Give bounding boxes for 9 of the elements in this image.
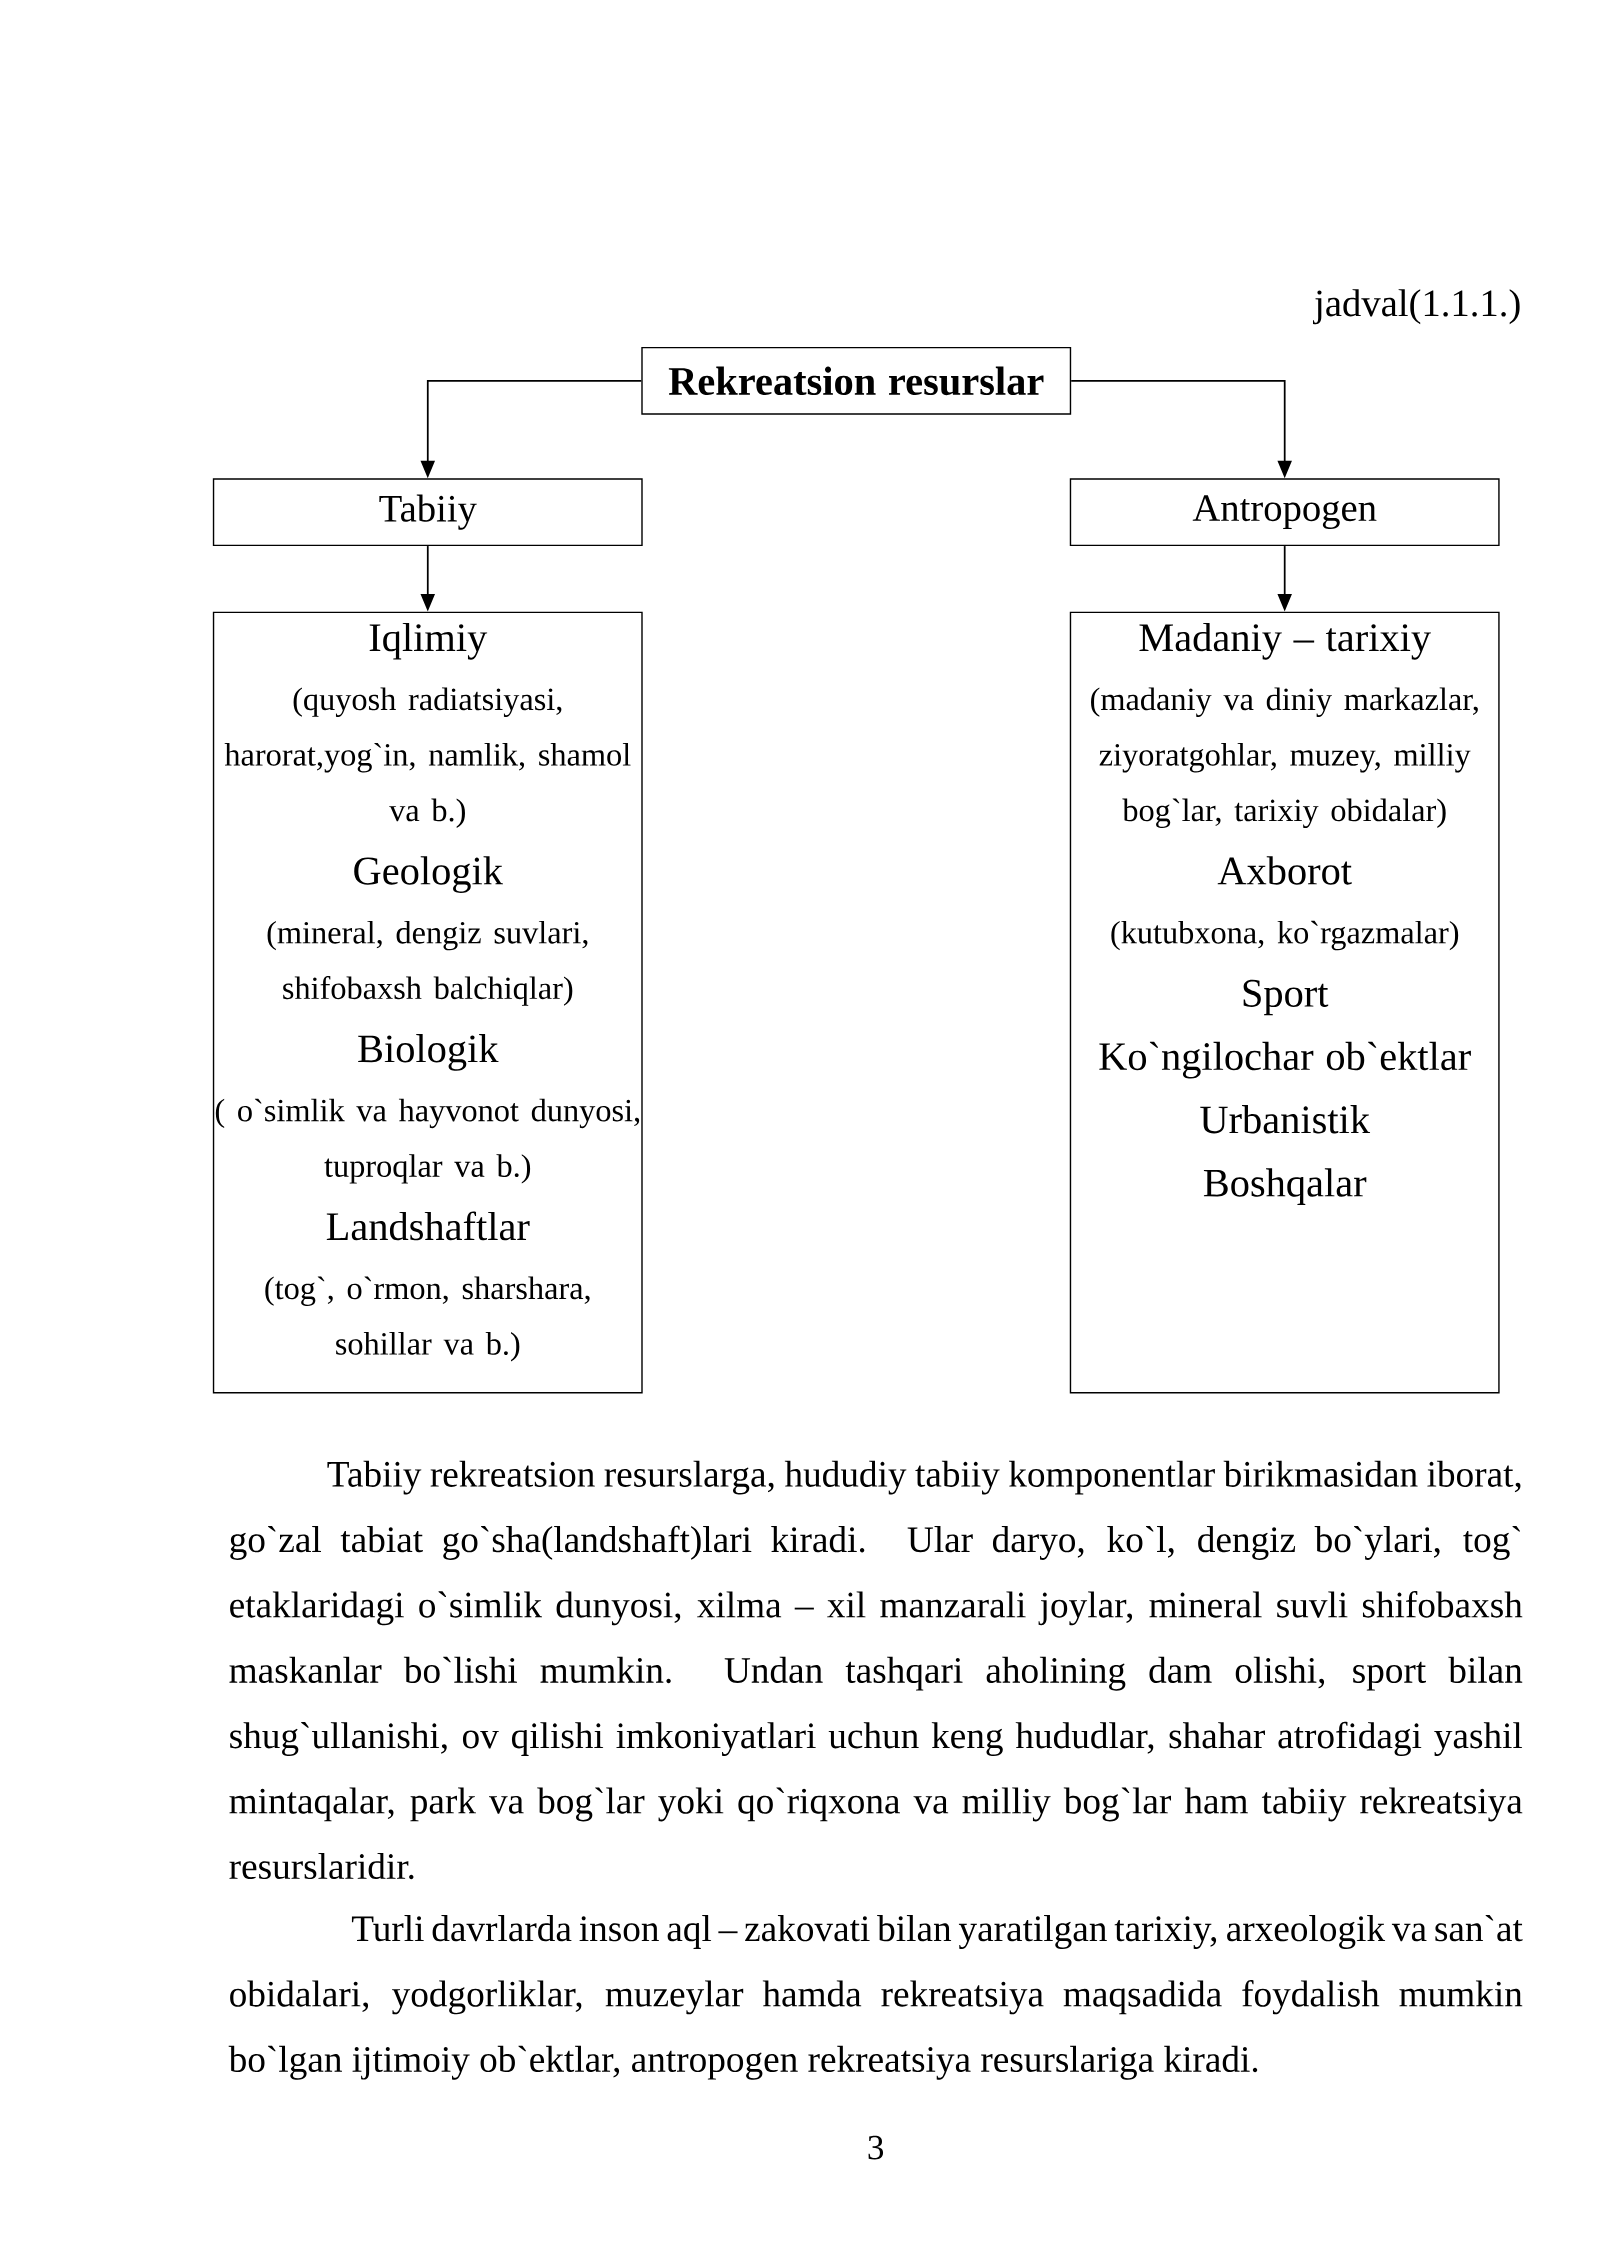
category-box: Antropogen <box>1069 478 1500 547</box>
paragraph: Turli davrlarda inson aql – zakovati bilan yaratilgan tarixiy, arxeologik va san`at obidalari, yodgorliklar, muzeylar hamda rekreatsiya maqsadida foydalish mumkin bo`lgan ijtimoiy ob`ektlar, antropogen rekreatsiya resurslariga kiradi. <box>228 1915 1523 2080</box>
page-number: 3 <box>868 2135 884 2160</box>
category-list-box: Iqlimiy (quyosh radiatsiyasi, harorat,yog`in, namlik, shamol va b.) Geologik (mineral, dengiz suvlari, shifobaxsh balchiqlar) Biologik ( o`simlik va hayvonot dunyosi, tuproqlar va b.) Landshaftlar (tog`, o`rmon, sharshara, sohillar va b.) <box>212 611 643 1394</box>
category-list-box: Madaniy – tarixiy (madaniy va diniy markazlar, ziyoratgohlar, muzey, milliy bog`lar, tarixiy obidalar) Axborot (kutubxona, ko`rgazmalar) Sport Ko`ngilochar ob`ektlar Urbanistik Boshqalar <box>1069 611 1500 1394</box>
category-box: Tabiiy <box>212 478 643 547</box>
paragraph: Tabiiy rekreatsion resurslarga, hududiy tabiiy komponentlar birikmasidan iborat, go`zal tabiat go`sha(landshaft)lari kiradi. Ular daryo, ko`l, dengiz bo`ylari, tog` etaklaridagi o`simlik dunyosi, xilma – xil manzarali joylar, mineral suvli shifobaxsh maskanlar bo`lishi mumkin. Undan tashqari aholining dam olishi, sport bilan shug`ullanishi, ov qilishi imkoniyatlari uchun keng hududlar, shahar atrofidagi yashil mintaqalar, park va bog`lar yoki qo`riqxona va milliy bog`lar ham tabiiy rekreatsiya resurslaridir. <box>229 1460 1523 1880</box>
title-box: Rekreatsion resurslar <box>641 346 1072 415</box>
table-caption: jadval(1.1.1.) <box>1313 289 1520 325</box>
